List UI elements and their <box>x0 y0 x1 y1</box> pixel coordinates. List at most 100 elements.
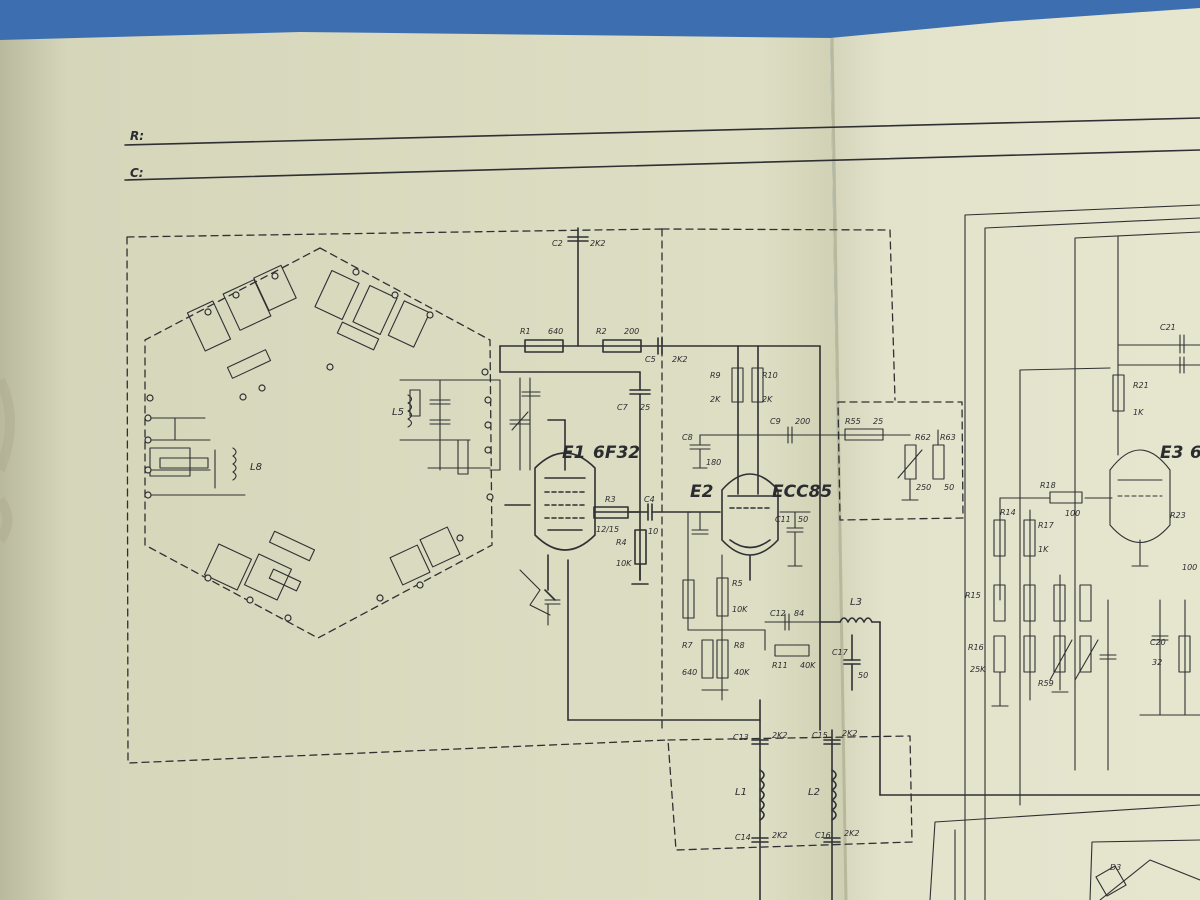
value-c4: 10 <box>648 527 658 536</box>
value-r18: 100 <box>1065 509 1080 518</box>
right-page-grounds <box>991 565 1149 707</box>
left-page <box>0 32 845 900</box>
value-c13: 2K2 <box>772 731 787 740</box>
right-page-circuit <box>929 204 1200 900</box>
coil-l8-label: L8 <box>250 462 262 473</box>
e2-cathode-network <box>682 511 831 701</box>
e2-type: ECC85 <box>772 482 832 502</box>
label-r10: R10 <box>762 371 778 380</box>
label-r21: R21 <box>1133 381 1149 390</box>
label-c21: C21 <box>1160 323 1176 332</box>
label-r8: R8 <box>734 641 745 650</box>
coil-l3-group <box>819 617 1200 796</box>
r3-c4-r4 <box>593 503 691 585</box>
label-r2: R2 <box>596 327 607 336</box>
value-r9: 2K <box>710 395 721 404</box>
paper-stains <box>0 377 15 543</box>
coil-l1-label: L1 <box>735 787 747 798</box>
value-c14: 2K2 <box>772 831 787 840</box>
label-c2: C2 <box>552 239 563 248</box>
value-c12: 84 <box>794 609 804 618</box>
coil-l1-l2-group <box>567 699 841 900</box>
shield-box-filter <box>837 401 964 521</box>
coil-l5-group <box>399 377 541 475</box>
value-r16: 25K <box>970 665 986 674</box>
label-c7: C7 <box>617 403 629 412</box>
e2-designator: E2 <box>690 482 713 502</box>
value-r55: 25 <box>873 417 883 426</box>
value-c5: 2K2 <box>672 355 687 364</box>
label-r59: R59 <box>1038 679 1054 688</box>
value-r3: 12/15 <box>596 525 619 534</box>
label-c20: C20 <box>1150 638 1166 647</box>
value-c7: 25 <box>640 403 650 412</box>
value-c2: 2K2 <box>590 239 605 248</box>
value-r17: 1K <box>1038 545 1049 554</box>
label-r11: R11 <box>772 661 788 670</box>
label-r14: R14 <box>1000 508 1016 517</box>
label-r18: R18 <box>1040 481 1056 490</box>
label-r23: R23 <box>1170 511 1186 520</box>
label-c17: C17 <box>832 648 849 657</box>
value-r2: 200 <box>624 327 639 336</box>
filter-r62-r63 <box>882 429 945 501</box>
shield-box-amp <box>661 228 913 851</box>
value-c17: 50 <box>858 671 868 680</box>
r-row-prefix: R: <box>130 129 144 143</box>
value-r4: 10K <box>616 559 632 568</box>
r-header-rule <box>124 117 1200 146</box>
label-r15: R15 <box>965 591 981 600</box>
label-c9: C9 <box>770 417 781 426</box>
label-r55: R55 <box>845 417 861 426</box>
value-c8: 180 <box>706 458 721 467</box>
c-header-rule <box>124 149 1200 181</box>
tube-e1 <box>504 419 641 721</box>
value-r10: 2K <box>762 395 773 404</box>
label-r4: R4 <box>616 538 627 547</box>
e2-anode-network <box>689 367 911 469</box>
e3-type: 6 <box>1190 443 1200 463</box>
label-r63: R63 <box>940 433 956 442</box>
right-page <box>830 8 1200 900</box>
label-d3: D3 <box>1110 863 1121 872</box>
label-r62: R62 <box>915 433 931 442</box>
label-r3: R3 <box>605 495 616 504</box>
label-r16: R16 <box>968 643 984 652</box>
value-r23: 100 <box>1182 563 1197 572</box>
value-r21: 1K <box>1133 408 1144 417</box>
label-c12: C12 <box>770 609 786 618</box>
label-c5: C5 <box>645 355 656 364</box>
label-r7: R7 <box>682 641 694 650</box>
label-r1: R1 <box>520 327 531 336</box>
value-c11: 50 <box>798 515 808 524</box>
label-c14: C14 <box>735 833 751 842</box>
value-c9: 200 <box>795 417 810 426</box>
value-r62: 250 <box>916 483 931 492</box>
label-c13: C13 <box>733 733 749 742</box>
coil-l5-label: L5 <box>392 407 404 418</box>
switch-contacts <box>144 268 494 622</box>
label-c4: C4 <box>644 495 655 504</box>
value-r5: 10K <box>732 605 748 614</box>
c-row-prefix: C: <box>130 166 144 180</box>
value-r8: 40K <box>734 668 750 677</box>
label-c8: C8 <box>682 433 693 442</box>
value-r7: 640 <box>682 668 697 677</box>
label-c16: C16 <box>815 831 831 840</box>
coil-l2-label: L2 <box>808 787 820 798</box>
label-c11: C11 <box>775 515 791 524</box>
e1-designator: E1 <box>562 443 585 463</box>
value-r63: 50 <box>944 483 954 492</box>
e1-type: 6F32 <box>593 443 640 463</box>
value-c15: 2K2 <box>842 729 857 738</box>
value-c16: 2K2 <box>844 829 859 838</box>
value-r11: 40K <box>800 661 816 670</box>
value-r1: 640 <box>548 327 563 336</box>
label-r17: R17 <box>1038 521 1055 530</box>
coil-l3-label: L3 <box>850 597 862 608</box>
e3-designator: E3 <box>1160 443 1183 463</box>
